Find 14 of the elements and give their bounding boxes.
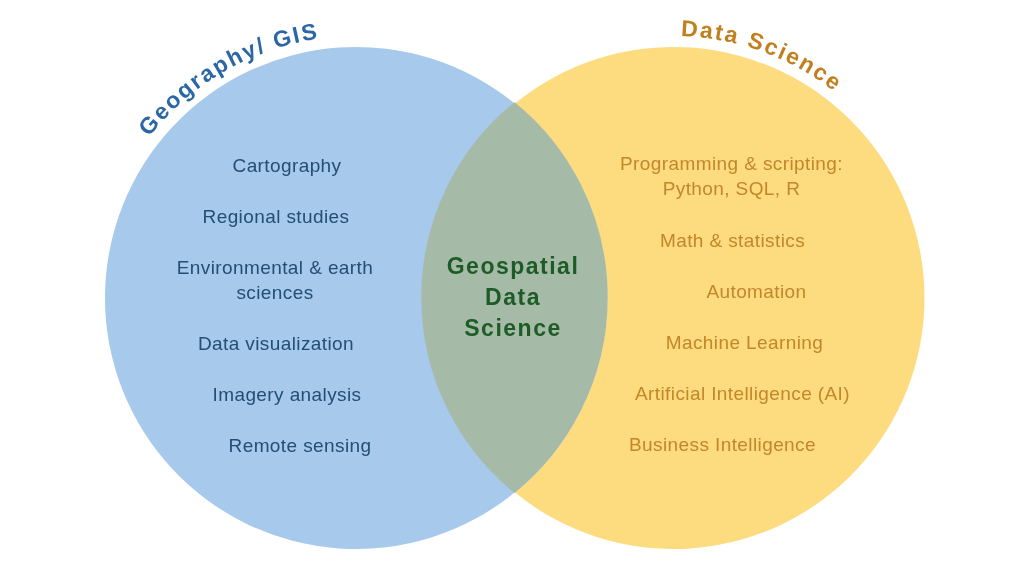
topic-text: Regional studies <box>202 204 350 229</box>
topic-text: Environmental & earth sciences <box>175 256 375 305</box>
topic-text: Automation <box>706 279 807 304</box>
topic-text: Imagery analysis <box>212 382 362 407</box>
overlap-region <box>422 103 607 493</box>
topic-text: Artificial Intelligence (AI) <box>635 381 850 406</box>
topic-text: Business Intelligence <box>629 432 816 457</box>
topic-text: Math & statistics <box>659 228 806 253</box>
overlap-label: Geospatial Data Science <box>446 251 580 343</box>
topic-text: Machine Learning <box>665 330 824 355</box>
topic-text: Remote sensing <box>228 433 372 458</box>
topic-text: Data visualization <box>197 331 355 356</box>
topic-text: Programming & scripting: Python, SQL, R <box>619 152 844 201</box>
topic-text: Cartography <box>232 153 342 178</box>
